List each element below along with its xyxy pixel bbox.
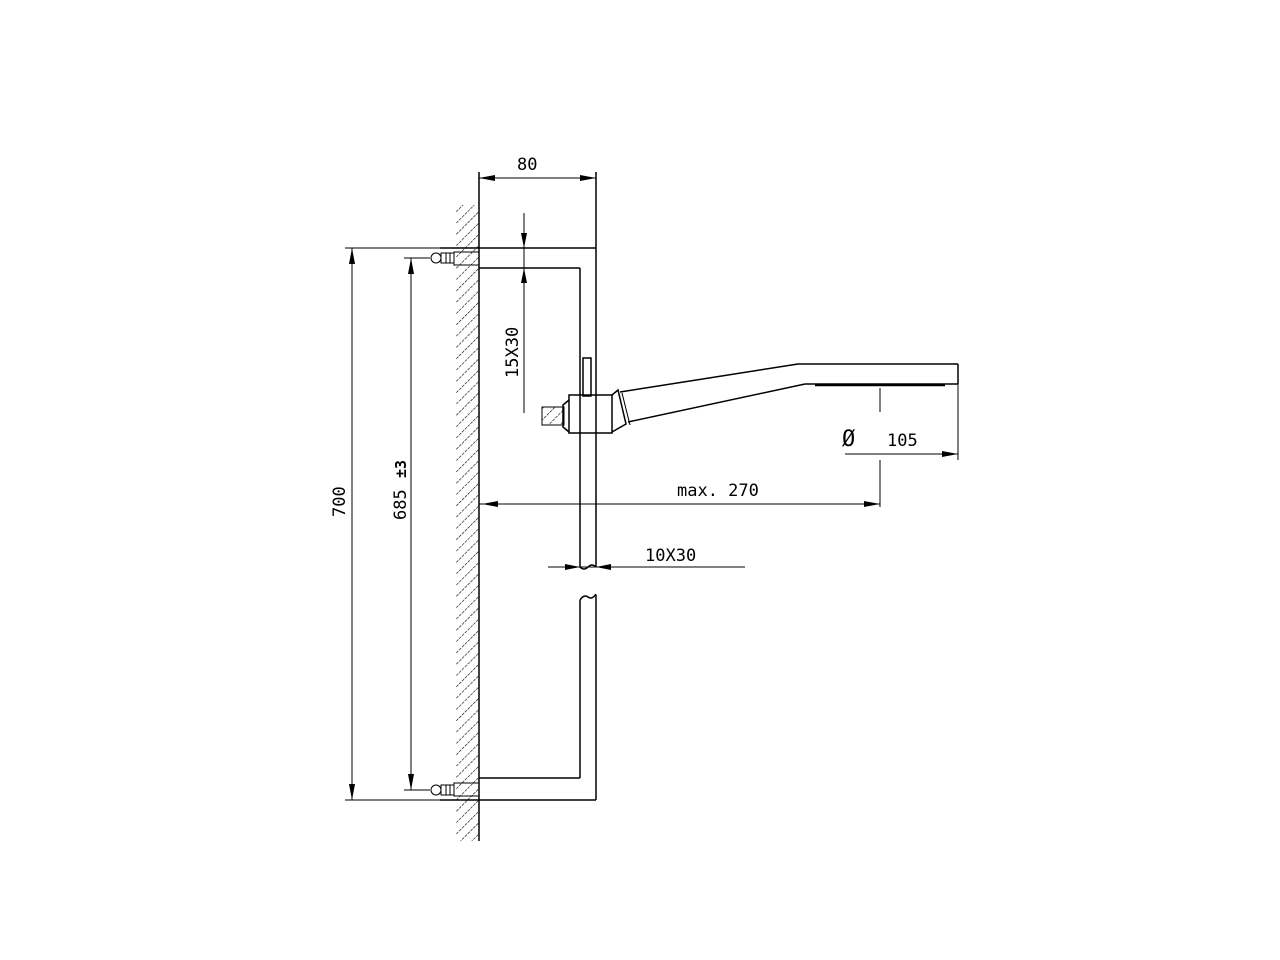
dimension-tolerance-label: ±3 [392, 460, 410, 478]
dimension-head-diameter-label: 105 [887, 431, 918, 451]
dimension-rail-profile-label: 10X30 [645, 546, 696, 566]
dimension-depth-label: 80 [517, 155, 537, 175]
diameter-symbol: Ø [842, 427, 855, 452]
wall-anchor-top [430, 251, 480, 266]
dimension-fixing-distance: 685 ±3 [391, 257, 430, 791]
dimension-rail-profile: 10X30 [548, 546, 745, 570]
dimension-fixing-distance-label: 685 [391, 489, 411, 520]
dimension-arm-reach-label: max. 270 [677, 481, 759, 501]
dimension-arm-reach: max. 270 [479, 481, 880, 507]
wall-anchor-bottom [430, 782, 480, 797]
dimension-rail-top: 15X30 [503, 213, 527, 413]
dimension-total-height: 700 [330, 247, 440, 801]
dimension-rail-top-label: 15X30 [503, 327, 523, 378]
shower-arm [541, 357, 959, 434]
dimension-total-height-label: 700 [330, 486, 350, 517]
wall [456, 172, 480, 841]
dimension-depth: 80 [479, 155, 597, 248]
slide-rail [440, 247, 597, 801]
dimension-head-diameter: Ø 105 [842, 384, 959, 507]
